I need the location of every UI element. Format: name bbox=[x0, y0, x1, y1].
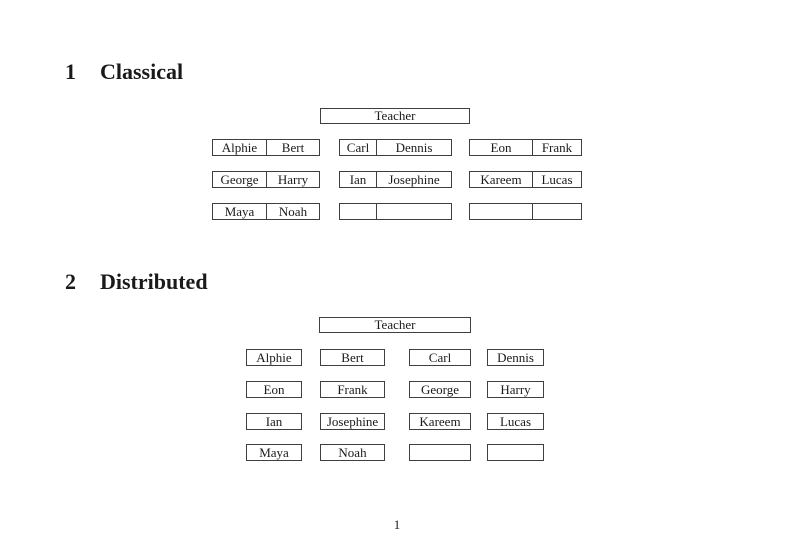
seat-cell: Carl bbox=[339, 139, 377, 156]
section-title: Classical bbox=[100, 59, 184, 84]
seat-cell: Maya bbox=[212, 203, 267, 220]
section-heading-classical: 1 Classical bbox=[65, 61, 183, 83]
seat-box: Frank bbox=[320, 381, 385, 398]
seat-cell: Alphie bbox=[212, 139, 267, 156]
desk-box: Eon Frank bbox=[469, 139, 582, 156]
seat-box: Bert bbox=[320, 349, 385, 366]
seat-cell: Ian bbox=[339, 171, 377, 188]
seat-box bbox=[487, 444, 544, 461]
seat-box bbox=[409, 444, 471, 461]
seat-cell bbox=[469, 203, 533, 220]
seat-cell: Lucas bbox=[533, 171, 582, 188]
seat-box: Dennis bbox=[487, 349, 544, 366]
desk-box bbox=[339, 203, 452, 220]
seat-cell: Josephine bbox=[377, 171, 452, 188]
desk-box: Alphie Bert bbox=[212, 139, 320, 156]
section-number: 1 bbox=[65, 59, 76, 84]
seat-cell: Eon bbox=[469, 139, 533, 156]
seat-cell bbox=[533, 203, 582, 220]
seat-box: George bbox=[409, 381, 471, 398]
seat-box: Ian bbox=[246, 413, 302, 430]
seat-cell: Dennis bbox=[377, 139, 452, 156]
seat-box: Kareem bbox=[409, 413, 471, 430]
seat-box: Carl bbox=[409, 349, 471, 366]
seat-box: Josephine bbox=[320, 413, 385, 430]
desk-box: Ian Josephine bbox=[339, 171, 452, 188]
seat-box: Lucas bbox=[487, 413, 544, 430]
section-title: Distributed bbox=[100, 269, 208, 294]
teacher-box: Teacher bbox=[320, 108, 470, 124]
page-number: 1 bbox=[393, 517, 401, 532]
seat-box: Alphie bbox=[246, 349, 302, 366]
seat-box: Noah bbox=[320, 444, 385, 461]
seat-cell bbox=[377, 203, 452, 220]
seat-cell: Frank bbox=[533, 139, 582, 156]
seat-box: Eon bbox=[246, 381, 302, 398]
seat-cell: Bert bbox=[267, 139, 320, 156]
seat-cell: Noah bbox=[267, 203, 320, 220]
seat-cell bbox=[339, 203, 377, 220]
desk-box bbox=[469, 203, 582, 220]
seat-box: Harry bbox=[487, 381, 544, 398]
teacher-box: Teacher bbox=[319, 317, 471, 333]
desk-box: George Harry bbox=[212, 171, 320, 188]
seat-cell: George bbox=[212, 171, 267, 188]
section-heading-distributed: 2 Distributed bbox=[65, 271, 208, 293]
seat-cell: Kareem bbox=[469, 171, 533, 188]
desk-box: Maya Noah bbox=[212, 203, 320, 220]
desk-box: Carl Dennis bbox=[339, 139, 452, 156]
section-number: 2 bbox=[65, 269, 76, 294]
desk-box: Kareem Lucas bbox=[469, 171, 582, 188]
seat-box: Maya bbox=[246, 444, 302, 461]
seat-cell: Harry bbox=[267, 171, 320, 188]
